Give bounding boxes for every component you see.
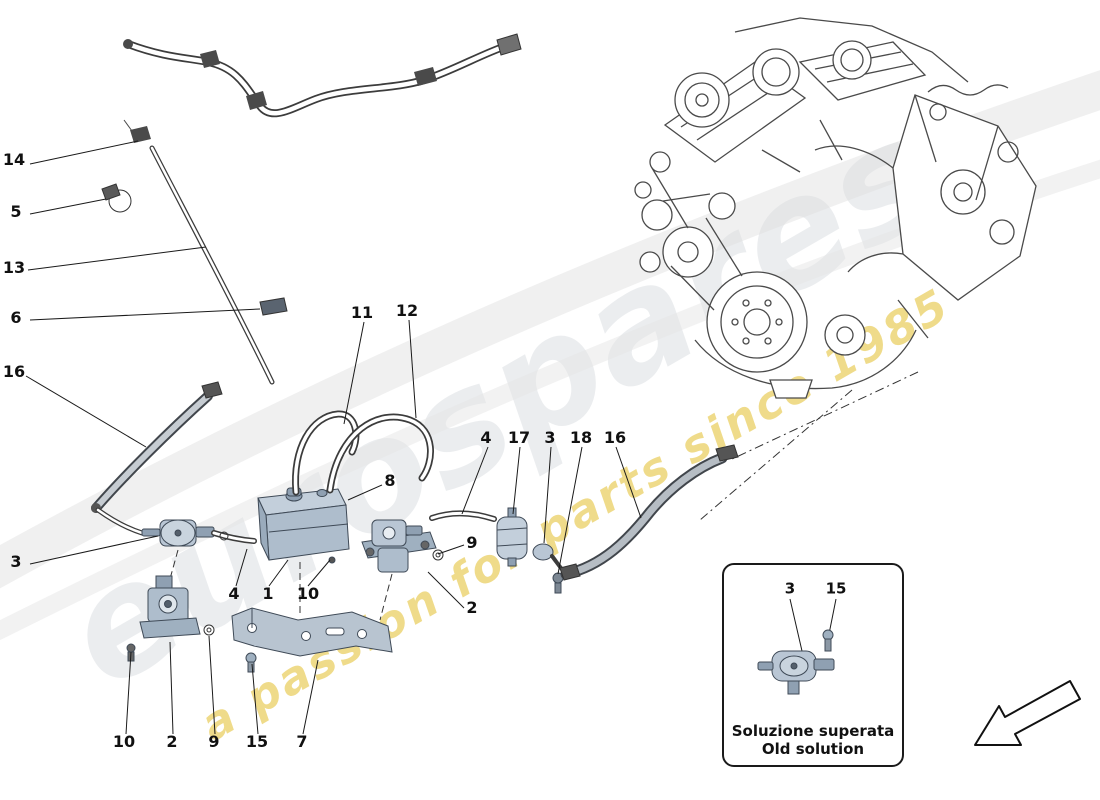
callout-10-mid: 10 — [296, 584, 320, 603]
old-solution-inset-box: 3 15 Soluzione superata Old solution — [722, 563, 904, 767]
inset-caption: Soluzione superata Old solution — [724, 722, 902, 760]
callout-18: 18 — [569, 428, 593, 447]
callout-3-mid: 3 — [544, 428, 556, 447]
direction-arrow-icon — [974, 680, 1081, 746]
inset-callout-15: 15 — [825, 579, 847, 598]
callout-10-bottom: 10 — [112, 732, 136, 751]
callout-1: 1 — [262, 584, 274, 603]
callout-2-bottom: 2 — [166, 732, 178, 751]
hose-assembly-drawing — [123, 33, 522, 118]
vacuum-hose-drawing — [101, 119, 288, 385]
callout-16-right: 16 — [603, 428, 627, 447]
callout-14: 14 — [2, 150, 26, 169]
alignment-lines — [167, 371, 919, 621]
inset-caption-italian: Soluzione superata — [731, 721, 895, 740]
hose-11-12-drawing — [291, 410, 434, 496]
callout-9-mid: 9 — [466, 533, 478, 552]
callout-8: 8 — [384, 471, 396, 490]
vacuum-valve-3-drawing — [141, 519, 257, 547]
callout-4-top: 4 — [480, 428, 492, 447]
callout-9-bottom: 9 — [208, 732, 220, 751]
bracket-drawing — [231, 607, 393, 673]
canister-drawing — [257, 487, 350, 564]
solenoid-valve-2-left-drawing — [126, 575, 215, 662]
left-hose-16-drawing — [91, 381, 223, 536]
callout-17: 17 — [507, 428, 531, 447]
callout-3-left: 3 — [10, 552, 22, 571]
callout-11: 11 — [350, 303, 374, 322]
solenoid-valve-2-right-drawing — [361, 519, 444, 573]
callout-6: 6 — [10, 308, 22, 327]
inset-callout-3: 3 — [784, 579, 796, 598]
leader-lines — [25, 140, 642, 735]
callout-15-bottom: 15 — [245, 732, 269, 751]
callout-12: 12 — [395, 301, 419, 320]
inset-caption-english: Old solution — [761, 740, 865, 759]
callout-5: 5 — [10, 202, 22, 221]
right-hose-16-drawing — [559, 444, 739, 581]
callout-7: 7 — [296, 732, 308, 751]
callout-4-bottom: 4 — [228, 584, 240, 603]
callout-2-mid: 2 — [466, 598, 478, 617]
callout-16-left: 16 — [2, 362, 26, 381]
callout-13: 13 — [2, 258, 26, 277]
engine-drawing — [634, 17, 1037, 399]
old-solution-valve-drawing — [757, 598, 837, 695]
